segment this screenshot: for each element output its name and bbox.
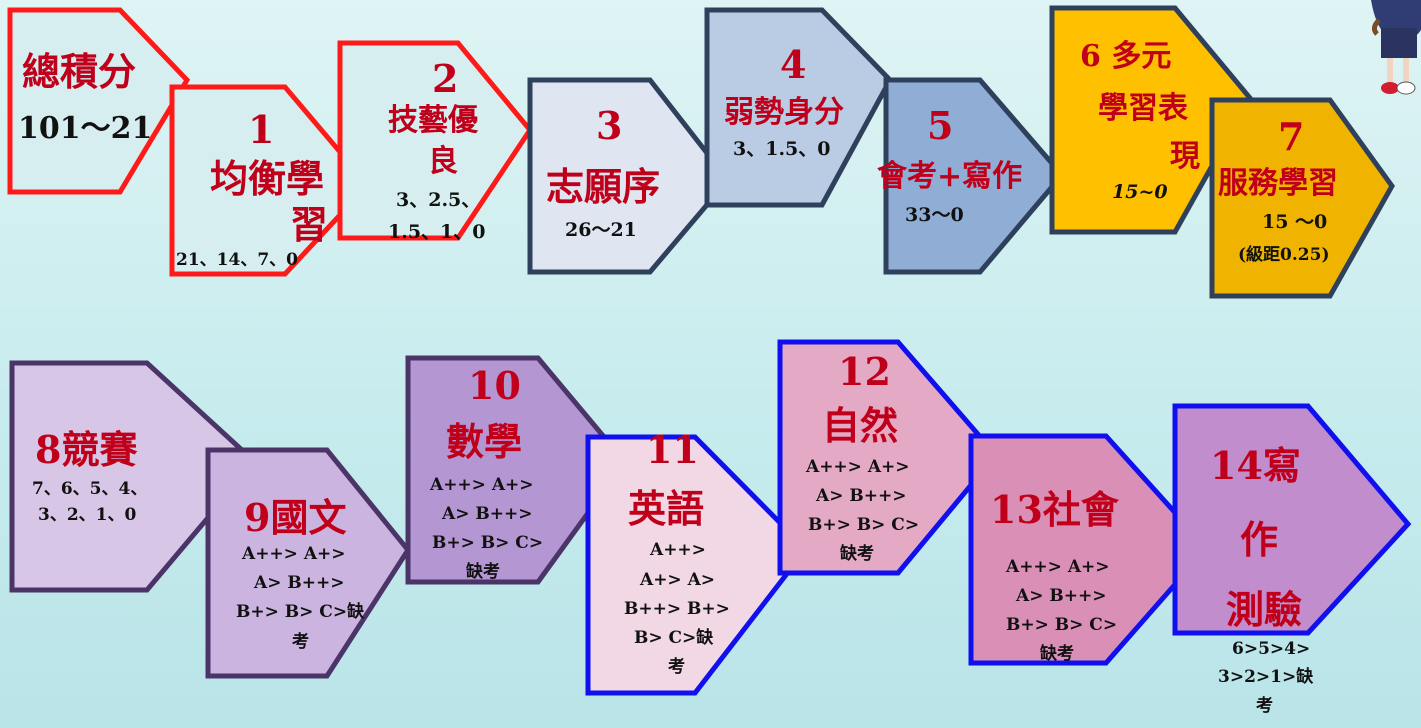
step-7-number: 7 <box>1278 114 1305 159</box>
step-14-score-line-2: 3>2>1>缺 <box>1218 667 1314 687</box>
step-11-grade-line-2: A+> A> <box>640 570 716 590</box>
step-14-label-end: 測驗 <box>1226 587 1303 632</box>
step-6-label-end: 現 <box>1170 139 1200 174</box>
step-12-grade-line-3: B+> B> C> <box>808 515 920 535</box>
step-1-number: 1 <box>248 107 275 152</box>
step-9-grade-line-1: A++> A+> <box>242 544 346 564</box>
step-14-label: 14寫 <box>1210 443 1301 488</box>
step-3-range: 26～21 <box>565 219 637 241</box>
step-12-grade-line-1: A++> A+> <box>806 457 910 477</box>
step-9-grade-line-3: B+> B> C>缺 <box>236 602 365 622</box>
arrow-step-14 <box>1172 403 1412 636</box>
step-4-range: 3、1.5、0 <box>733 138 831 160</box>
step-7-range: 15 ～0 <box>1262 211 1328 233</box>
step-8-range-cont: 3、2、1、0 <box>38 505 137 525</box>
step-13-grade-line-3: B+> B> C> <box>1006 615 1118 635</box>
arrow-step-7 <box>1209 97 1395 299</box>
step-5-range: 33～0 <box>905 204 964 226</box>
step-14-label-cont: 作 <box>1240 517 1279 562</box>
step-4-number: 4 <box>780 42 807 87</box>
arrow-step-1 <box>169 84 372 277</box>
step-2-label-cont: 良 <box>428 144 458 179</box>
step-10-grade-line-1: A++> A+> <box>430 475 534 495</box>
step-11-grade-line-4: B> C>缺 <box>634 628 714 648</box>
step-10-grade-line-3: B+> B> C> <box>432 533 544 553</box>
step-12-label: 自然 <box>822 403 899 448</box>
step-10-grade-line-2: A> B++> <box>442 504 533 524</box>
step-1-label-cont: 習 <box>290 202 329 247</box>
arrow-step-5 <box>883 77 1066 275</box>
step-11-grade-line-1: A++> <box>650 540 706 560</box>
arrow-step-2 <box>337 40 534 241</box>
step-7-label: 服務學習 <box>1218 166 1338 201</box>
step-14-score-line-3: 考 <box>1256 696 1273 716</box>
step-1-range: 21、14、7、0 <box>176 250 298 270</box>
step-11-grade-line-5: 考 <box>668 657 685 677</box>
step-11-number: 11 <box>646 427 699 472</box>
step-2-range: 3、2.5、 <box>396 189 481 211</box>
arrow-step-12 <box>777 339 1000 576</box>
step-1-label: 均衡學 <box>210 156 325 201</box>
arrow-total-score <box>7 7 191 195</box>
step-2-number: 2 <box>432 56 459 101</box>
step-4-label: 弱勢身分 <box>724 95 844 130</box>
step-12-grade-line-2: A> B++> <box>816 486 907 506</box>
step-11-grade-line-3: B++> B+> <box>624 599 730 619</box>
step-2-range-cont: 1.5、1、0 <box>388 221 486 243</box>
step-13-grade-line-2: A> B++> <box>1016 586 1107 606</box>
step-10-label: 數學 <box>446 419 523 464</box>
step-9-grade-line-4: 考 <box>292 632 309 652</box>
step-7-note: (級距0.25) <box>1238 245 1330 265</box>
step-13-grade-line-4: 缺考 <box>1040 644 1074 664</box>
step-2-label: 技藝優 <box>388 103 478 138</box>
step-5-number: 5 <box>927 103 954 148</box>
arrow-step-9 <box>205 447 412 679</box>
student-character-illustration <box>1371 0 1421 95</box>
step-9-label: 9國文 <box>244 495 347 540</box>
step-9-grade-line-2: A> B++> <box>254 573 345 593</box>
arrow-step-3 <box>527 77 732 275</box>
step-3-number: 3 <box>596 103 623 148</box>
arrow-step-4 <box>704 7 894 208</box>
step-10-grade-line-4: 缺考 <box>466 562 500 582</box>
step-3-label: 志願序 <box>546 164 661 209</box>
step-5-label: 會考+寫作 <box>877 159 1023 194</box>
step-10-number: 10 <box>468 363 521 408</box>
step-13-label: 13社會 <box>990 487 1119 532</box>
step-6-range: 15~0 <box>1112 181 1168 203</box>
arrow-step-10 <box>405 355 629 585</box>
step-14-score-line-1: 6>5>4> <box>1232 639 1311 659</box>
arrow-step-11 <box>585 434 810 696</box>
step-12-grade-line-4: 缺考 <box>840 544 874 564</box>
step-11-label: 英語 <box>628 486 705 531</box>
step-8-label: 8競賽 <box>35 427 138 472</box>
step-6-label-cont: 學習表 <box>1098 91 1188 126</box>
step-6-number-label: 6 多元 <box>1080 39 1172 74</box>
step-13-grade-line-1: A++> A+> <box>1006 557 1110 577</box>
step-12-number: 12 <box>838 349 891 394</box>
step-8-range: 7、6、5、4、 <box>32 479 148 499</box>
total-score-range: 101～21 <box>18 111 153 146</box>
arrow-step-13 <box>968 433 1211 666</box>
arrow-step-8 <box>9 360 259 593</box>
total-score-title: 總積分 <box>22 49 137 94</box>
